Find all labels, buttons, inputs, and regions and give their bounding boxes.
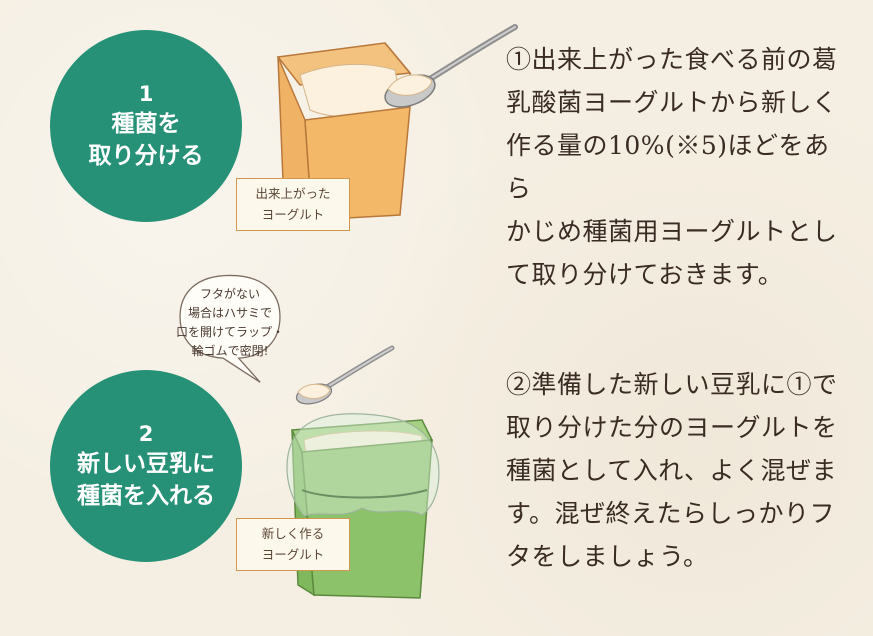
- step2-circle: 2 新しい豆乳に 種菌を入れる: [50, 370, 242, 562]
- step1-desc-line5: て取り分けておきます。: [506, 260, 784, 289]
- step1-title-line1: 種菌を: [111, 111, 181, 137]
- speech-bubble: [179, 274, 281, 383]
- step1-desc-line1: ①出来上がった食べる前の葛: [506, 45, 838, 74]
- step1-title-line2: 取り分ける: [88, 143, 204, 169]
- step1-carton-label: 出来上がった ヨーグルト: [236, 178, 350, 231]
- step1-description: ①出来上がった食べる前の葛 乳酸菌ヨーグルトから新しく 作る量の10%(※5)ほ…: [506, 38, 846, 296]
- step1-label-line1: 出来上がった: [255, 186, 331, 201]
- step2-carton-label: 新しく作る ヨーグルト: [236, 518, 350, 571]
- step2-desc-line4: す。混ぜ終えたらしっかりフ: [506, 499, 836, 528]
- step1-number: 1: [138, 82, 154, 106]
- step1-desc-line3: 作る量の10%(※5)ほどをあら: [506, 131, 830, 203]
- step2-desc-line1: ②準備した新しい豆乳に①で: [506, 370, 838, 399]
- step2-title-line2: 種菌を入れる: [77, 483, 215, 509]
- bubble-line2: 場合はハサミで: [187, 306, 272, 320]
- step2-title-line1: 新しい豆乳に: [77, 451, 215, 477]
- step2-desc-line3: 種菌として入れ、よく混ぜま: [506, 456, 838, 485]
- step1-desc-line2: 乳酸菌ヨーグルトから新しく: [506, 88, 838, 117]
- step2-desc-line5: タをしましょう。: [506, 542, 709, 571]
- step2-desc-line2: 取り分けた分のヨーグルトを: [506, 413, 838, 442]
- speech-bubble-text: フタがない 場合はハサミで 口を開けてラップ・ 輪ゴムで密閉!: [170, 285, 290, 361]
- step1-label-line2: ヨーグルト: [261, 207, 325, 222]
- step2-description: ②準備した新しい豆乳に①で 取り分けた分のヨーグルトを 種菌として入れ、よく混ぜ…: [506, 363, 846, 578]
- step2-number: 2: [138, 422, 154, 446]
- step1-circle: 1 種菌を 取り分ける: [50, 30, 242, 222]
- yogurt-carton-green-illustration: [286, 345, 440, 599]
- step2-label-line1: 新しく作る: [261, 526, 325, 541]
- bubble-line3: 口を開けてラップ・: [175, 325, 284, 339]
- bubble-line4: 輪ゴムで密閉!: [191, 344, 269, 358]
- step2-label-line2: ヨーグルト: [261, 547, 325, 562]
- step1-desc-line4: かじめ種菌用ヨーグルトとし: [506, 217, 838, 246]
- bubble-line1: フタがない: [199, 287, 260, 301]
